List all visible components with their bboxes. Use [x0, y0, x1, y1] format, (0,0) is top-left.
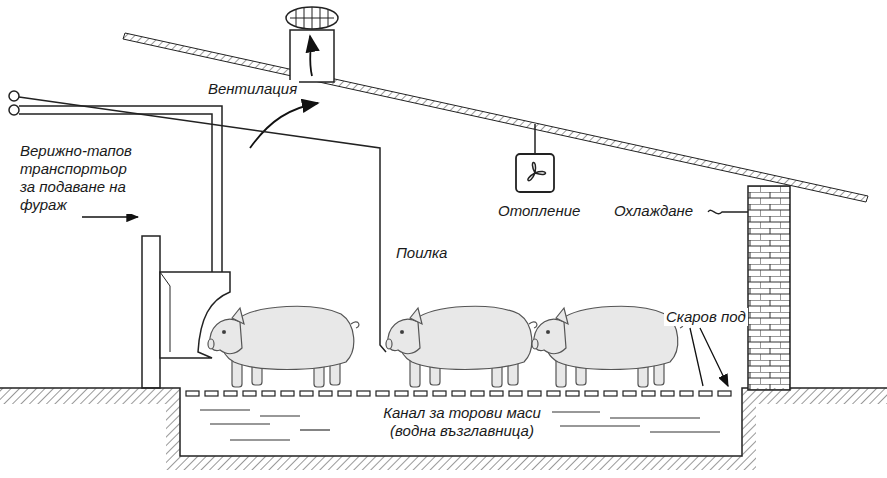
slat — [433, 391, 446, 396]
heating-label: Отопление — [496, 202, 582, 220]
slat — [376, 391, 389, 396]
manure-channel-label: Канал за торови маси (водна възглавница) — [372, 404, 552, 440]
pig — [386, 306, 537, 387]
water-line — [650, 431, 720, 432]
water-line — [560, 425, 640, 426]
slat — [604, 391, 617, 396]
slat — [338, 391, 351, 396]
slat — [281, 391, 294, 396]
feed-conveyor-label: Верижно-тапов транспортьор за подаване н… — [18, 142, 146, 214]
slat — [490, 391, 503, 396]
slat — [661, 391, 674, 396]
water-line — [200, 409, 250, 410]
slat — [243, 391, 256, 396]
slat — [718, 391, 731, 396]
slat — [471, 391, 484, 396]
slat — [528, 391, 541, 396]
slat — [642, 391, 655, 396]
slat — [623, 391, 636, 396]
slat — [300, 391, 313, 396]
slat — [547, 391, 560, 396]
drinker-label: Поилка — [394, 244, 449, 262]
cooling-label: Охлаждане — [612, 202, 695, 220]
slat — [414, 391, 427, 396]
slatted-floor-label: Скаров под — [664, 308, 748, 326]
slat — [680, 391, 693, 396]
slat — [395, 391, 408, 396]
water-line — [230, 439, 290, 440]
water-line — [300, 429, 330, 430]
slat — [186, 391, 199, 396]
slat — [319, 391, 332, 396]
water-line — [610, 417, 700, 418]
pig — [532, 306, 683, 387]
slat — [566, 391, 579, 396]
water-line — [210, 423, 270, 424]
ventilation-label: Вентилация — [206, 80, 299, 98]
slat — [452, 391, 465, 396]
slat — [357, 391, 370, 396]
slat — [585, 391, 598, 396]
pig — [208, 306, 359, 387]
slat — [262, 391, 275, 396]
slat — [224, 391, 237, 396]
water-line — [260, 415, 300, 416]
slat — [205, 391, 218, 396]
slat — [699, 391, 712, 396]
slat — [509, 391, 522, 396]
